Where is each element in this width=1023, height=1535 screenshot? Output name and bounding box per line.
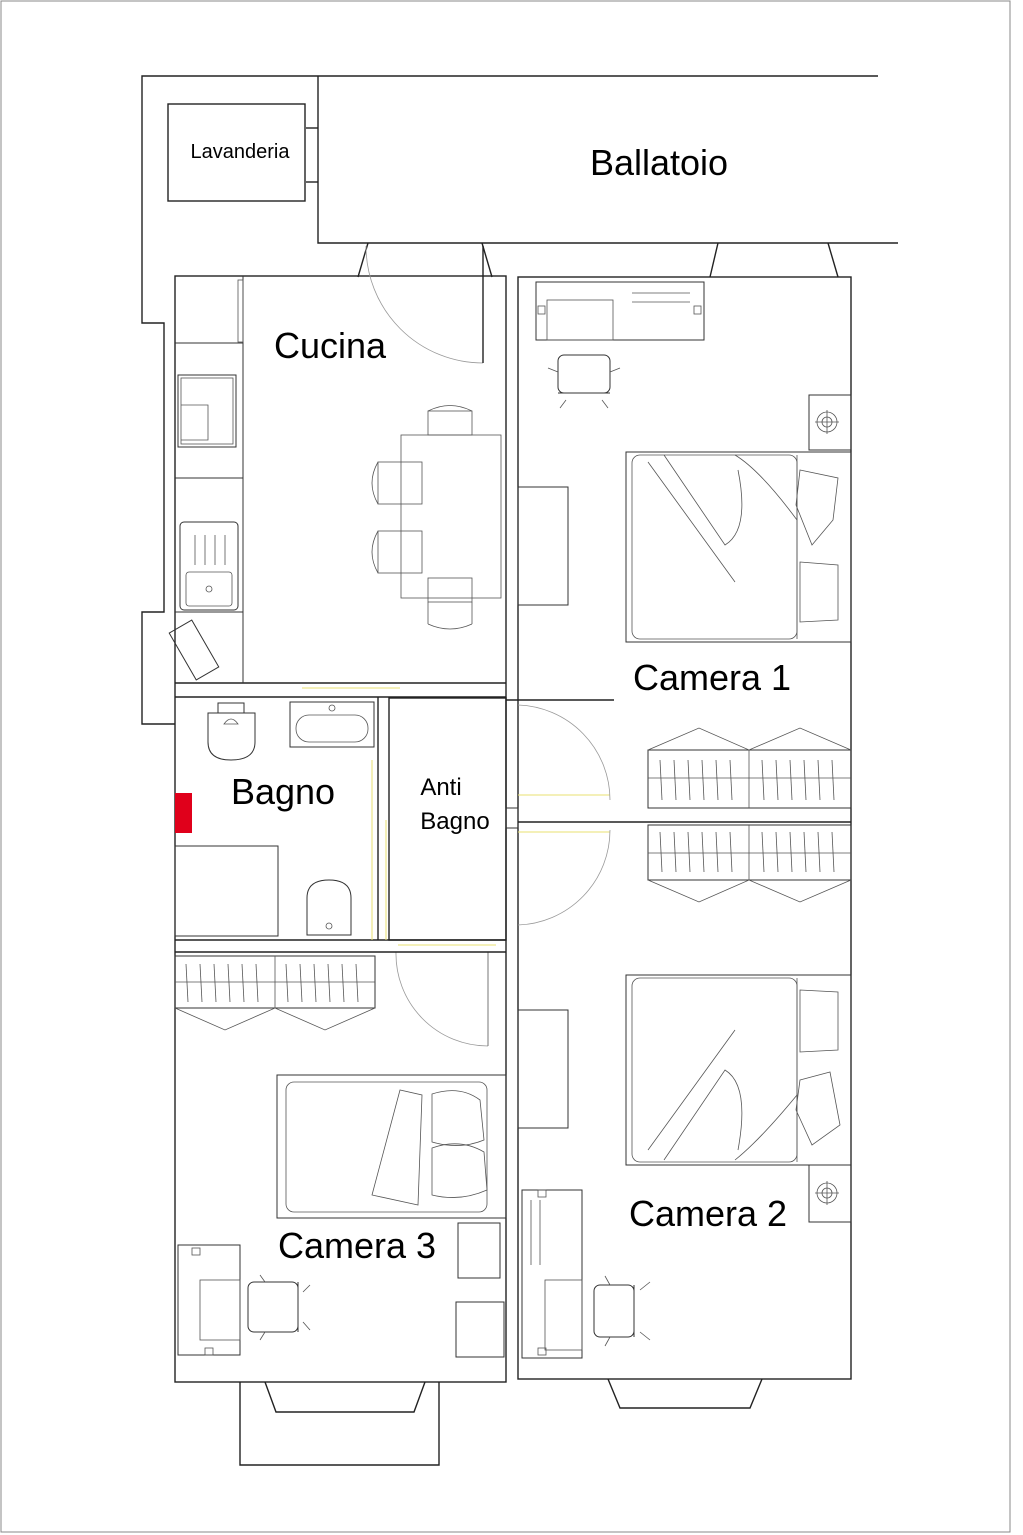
nightstand-camera2 — [517, 1009, 569, 1129]
target-icon — [808, 1164, 852, 1223]
wardrobe-camera3 — [174, 955, 376, 1031]
accent-lines — [302, 687, 610, 946]
dishwasher — [168, 619, 220, 681]
stove-icon — [179, 521, 239, 611]
desk-camera2 — [521, 1189, 583, 1359]
target-icon — [808, 394, 852, 451]
chair-camera3 — [247, 1274, 311, 1341]
nightstand-camera1 — [517, 486, 569, 606]
lavanderia-room — [167, 103, 306, 202]
camera1-label: Camera 1 — [633, 657, 791, 698]
chair-camera2 — [593, 1275, 651, 1347]
balcony-camera3 — [239, 1381, 440, 1466]
cucina-label: Cucina — [274, 325, 387, 366]
radiator-red — [175, 793, 192, 833]
double-bed-camera3 — [276, 1074, 507, 1219]
ballatoio-window-jambs — [357, 242, 839, 278]
antibagno-label-1: Anti — [420, 774, 461, 801]
camera3-label: Camera 3 — [278, 1225, 436, 1266]
camera2-label: Camera 2 — [629, 1193, 787, 1234]
bidet-icon — [306, 879, 352, 936]
desk-camera1 — [535, 281, 705, 341]
antibagno-label-2: Bagno — [420, 808, 489, 835]
dining-table — [371, 405, 502, 630]
wardrobe-camera2 — [647, 824, 852, 903]
antibagno-room — [388, 697, 614, 941]
nightstand-camera3-bottom — [455, 1301, 505, 1358]
wardrobe-camera1 — [647, 727, 852, 809]
double-bed-camera2 — [625, 974, 852, 1166]
chair-camera1 — [547, 354, 621, 409]
cucina-room — [175, 245, 506, 698]
ballatoio-label: Ballatoio — [590, 142, 728, 183]
double-bed-camera1 — [625, 451, 852, 643]
nightstand-camera3-top — [457, 1222, 501, 1279]
toilet-icon — [207, 702, 256, 761]
lavanderia-label: Lavanderia — [191, 141, 291, 163]
oven — [177, 374, 237, 448]
bagno-label: Bagno — [231, 771, 335, 812]
window-bay-camera2 — [607, 1378, 763, 1409]
desk-camera3 — [177, 1244, 241, 1356]
sink-icon — [289, 701, 375, 748]
door-swings — [395, 704, 611, 1047]
